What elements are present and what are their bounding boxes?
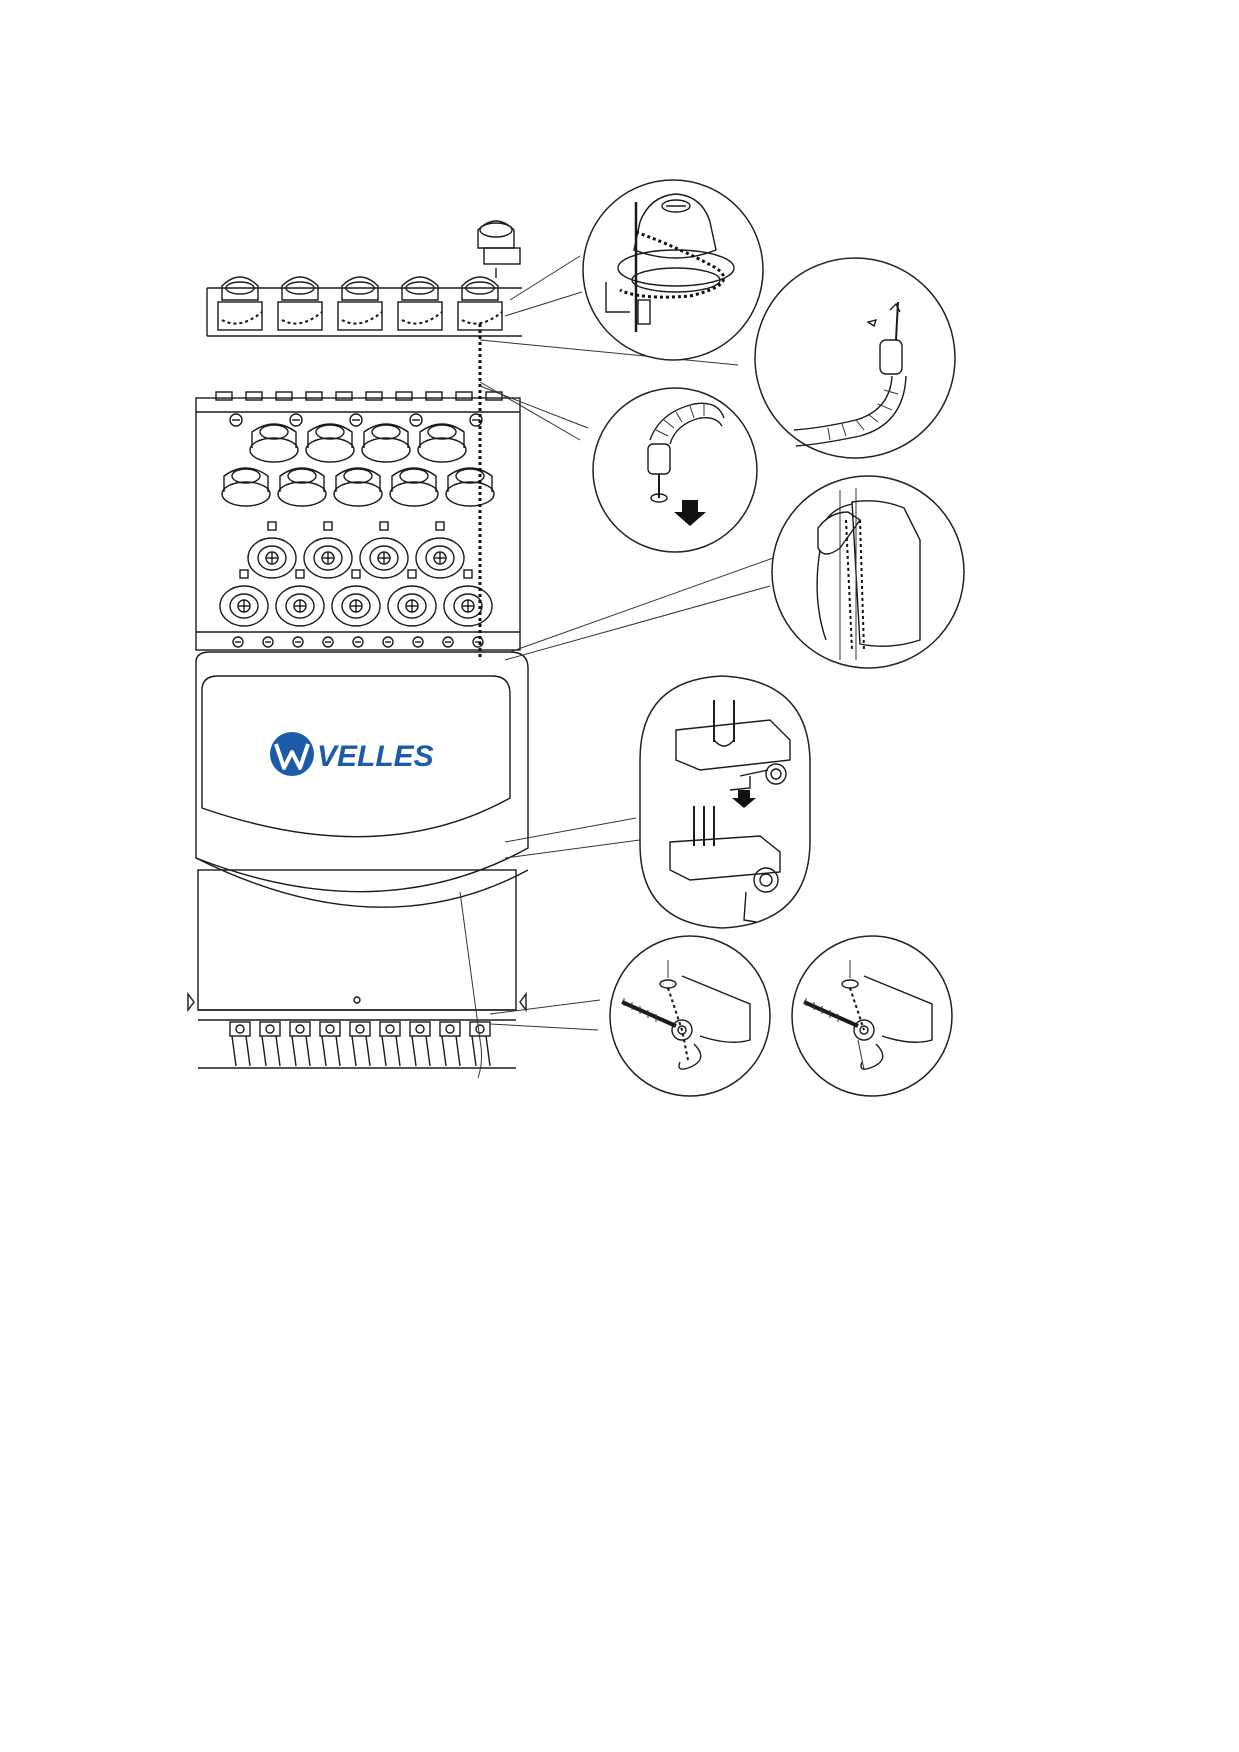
tension-post <box>337 276 383 331</box>
rail-bracket <box>245 391 263 401</box>
tension-panel <box>195 324 521 660</box>
head-cover: VELLES <box>195 651 529 908</box>
rail-screw <box>349 413 363 427</box>
needle-bar <box>379 1021 401 1067</box>
upper-tension-knob <box>333 467 383 507</box>
needle-area <box>187 869 527 1079</box>
rail-bracket <box>305 391 323 401</box>
callout-leaders <box>479 255 777 1031</box>
needle-bar <box>439 1021 461 1067</box>
needle-bar <box>409 1021 431 1067</box>
callout-takeup-lever <box>639 675 811 929</box>
rail-screw <box>412 636 424 648</box>
rail-screw <box>382 636 394 648</box>
down-arrow-icon <box>732 790 756 808</box>
lower-tension-dial <box>275 569 325 627</box>
needle-bar <box>319 1021 341 1067</box>
upper-tension-knob <box>221 467 271 507</box>
needle-bar <box>289 1021 311 1067</box>
upper-tension-knob <box>249 423 299 463</box>
callout-guide-spring <box>754 257 956 459</box>
needle-bar <box>469 1021 491 1067</box>
top-thread-stand <box>206 220 522 337</box>
rail-bracket <box>215 391 233 401</box>
rail-screw <box>229 413 243 427</box>
rail-screw <box>352 636 364 648</box>
rail-bracket <box>395 391 413 401</box>
rail-bracket <box>485 391 503 401</box>
rail-screw <box>322 636 334 648</box>
velles-logo: VELLES <box>270 732 434 776</box>
rail-screw <box>232 636 244 648</box>
callout-tension-knob <box>582 179 764 361</box>
needle-bar <box>229 1021 251 1067</box>
rail-bracket <box>425 391 443 401</box>
rail-screw <box>409 413 423 427</box>
rail-bracket <box>455 391 473 401</box>
tension-post <box>457 276 503 331</box>
lower-tension-dial <box>387 569 437 627</box>
logo-text: VELLES <box>317 740 434 773</box>
lower-tension-dial <box>331 569 381 627</box>
down-arrow-icon <box>674 500 706 526</box>
upper-tension-knob <box>305 423 355 463</box>
rail-screw <box>289 413 303 427</box>
lower-tension-dial <box>219 569 269 627</box>
callout-pull-down <box>592 387 758 553</box>
rail-bracket <box>335 391 353 401</box>
lower-tension-dial <box>443 569 493 627</box>
callout-guide-block <box>771 475 965 669</box>
spare-tension-unit <box>477 220 521 278</box>
lower-tension-dial <box>303 521 353 579</box>
upper-tension-knob <box>361 423 411 463</box>
upper-tension-knob <box>417 423 467 463</box>
lower-tension-dial <box>247 521 297 579</box>
needle-bar <box>259 1021 281 1067</box>
upper-tension-knob <box>389 467 439 507</box>
lower-tension-dial <box>359 521 409 579</box>
upper-tension-knob <box>277 467 327 507</box>
needle-bar <box>349 1021 371 1067</box>
rail-screw <box>442 636 454 648</box>
rail-screw <box>292 636 304 648</box>
lower-tension-dial <box>415 521 465 579</box>
tension-post <box>397 276 443 331</box>
rail-screw <box>262 636 274 648</box>
tension-post <box>277 276 323 331</box>
callout-needle-clamp-2 <box>791 935 953 1097</box>
rail-bracket <box>365 391 383 401</box>
callout-needle-clamp-1 <box>609 935 771 1097</box>
tension-post <box>217 276 263 331</box>
rail-bracket <box>275 391 293 401</box>
upper-tension-knob <box>445 467 495 507</box>
